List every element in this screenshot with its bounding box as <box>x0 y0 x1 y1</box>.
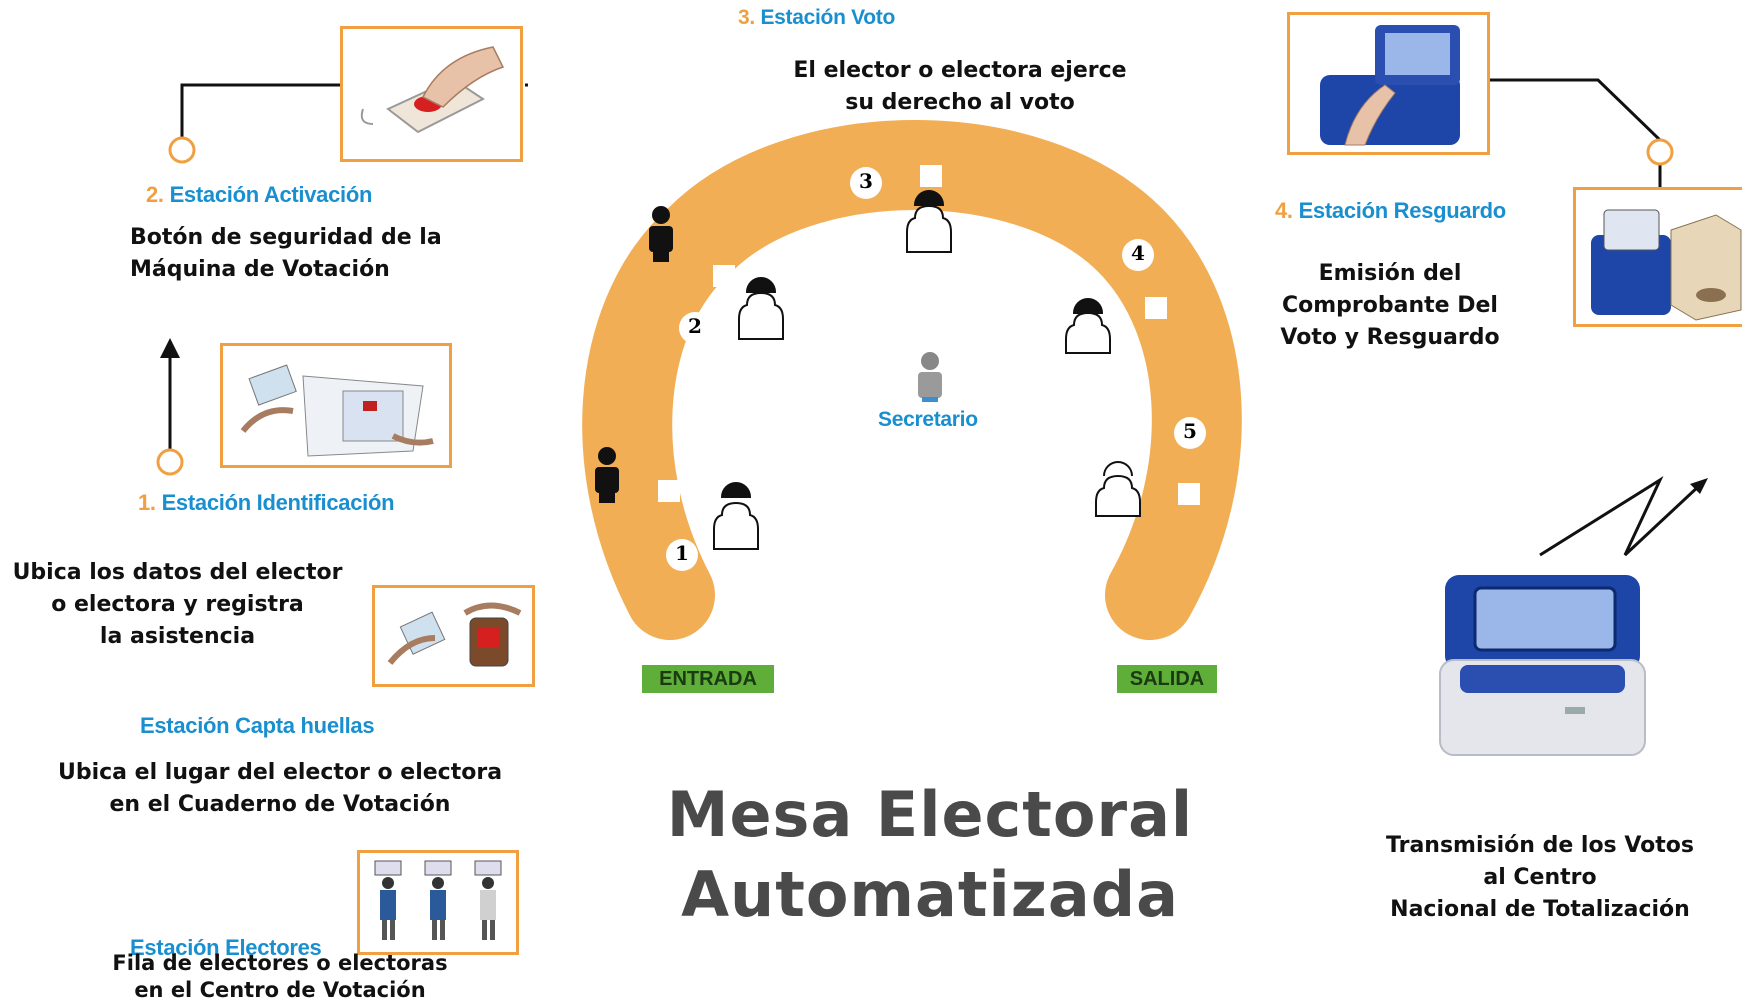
station-number-circles <box>666 167 1206 571</box>
station-voto-description: El elector o electora ejerce su derecho … <box>770 55 1150 119</box>
station-activacion-description: Botón de seguridad de la Máquina de Vota… <box>130 222 510 286</box>
voting-machine-icon <box>1439 575 1646 756</box>
station-identificacion-number: 1. <box>138 490 156 515</box>
voters-queue-icon <box>374 860 502 940</box>
station-identificacion-desc-line2: o electora y registra <box>51 592 304 617</box>
transmision-line2: al Centro <box>1483 865 1597 890</box>
station-captahuellas-label: Estación Capta huellas <box>140 713 375 739</box>
station-electores-description: Fila de electores o electoras en el Cent… <box>90 950 470 1004</box>
title-line1: Mesa Electoral <box>666 778 1194 851</box>
fingerprint-button-icon <box>360 46 505 134</box>
captahuellas-image-box <box>372 585 535 687</box>
transmission-arrow-icon <box>1539 476 1702 557</box>
station-voto-desc-line1: El elector o electora ejerce <box>793 58 1127 83</box>
arch-number-3: 3 <box>859 169 873 193</box>
station-resguardo-desc-line2: Comprobante Del <box>1282 293 1498 318</box>
electores-image-box <box>357 850 519 955</box>
fingerprint-scanner-icon <box>387 602 522 667</box>
station-activacion-label: 2. Estación Activación <box>146 182 372 208</box>
station-electores-name: Estación Electores <box>130 935 322 960</box>
station-resguardo-desc-line3: Voto y Resguardo <box>1280 325 1500 350</box>
station-resguardo-label: 4. Estación Resguardo <box>1275 198 1506 224</box>
arch-number-5: 5 <box>1183 419 1197 443</box>
station-captahuellas-name: Estación Capta huellas <box>140 713 375 738</box>
activation-connector <box>180 83 528 150</box>
ballot-box-icon <box>1591 209 1742 321</box>
person-icon <box>906 190 952 253</box>
connector-node <box>156 448 184 476</box>
touchscreen-vote-icon <box>1320 25 1460 146</box>
secretario-label: Secretario <box>878 408 978 431</box>
ballot-box-image-box <box>1573 187 1742 327</box>
station-activacion-name: Estación Activación <box>169 182 373 207</box>
vote-touchscreen-image-box <box>1287 12 1490 155</box>
station-activacion-desc-line1: Botón de seguridad de la <box>130 225 442 250</box>
voting-arch <box>582 120 1242 640</box>
station-identificacion-label: 1. Estación Identificación <box>138 490 395 516</box>
activation-image-box <box>340 26 523 162</box>
person-icon <box>713 482 759 550</box>
station-activacion-number: 2. <box>146 182 164 207</box>
salida-tag: SALIDA <box>1117 665 1217 693</box>
entrada-tag: ENTRADA <box>642 665 774 693</box>
station-electores-desc-line2: en el Centro de Votación <box>134 978 426 1002</box>
station-captahuellas-desc-line2: en el Cuaderno de Votación <box>109 792 451 817</box>
station-identificacion-description: Ubica los datos del elector o electora y… <box>5 557 350 653</box>
connector-node <box>168 136 196 164</box>
page-title: Mesa Electoral Automatizada <box>600 775 1260 935</box>
person-icon <box>649 206 673 262</box>
arch-number-2: 2 <box>688 314 702 338</box>
voter-id-icon <box>240 364 434 457</box>
station-electores-desc-line1: Fila de electores o electoras <box>112 951 448 975</box>
resguardo-connector <box>1490 78 1662 190</box>
station-activacion-desc-line2: Máquina de Votación <box>130 257 390 282</box>
station-markers <box>658 165 1200 505</box>
station-voto-number: 3. <box>738 6 755 29</box>
station-resguardo-desc-line1: Emisión del <box>1318 261 1462 286</box>
station-identificacion-name: Estación Identificación <box>161 490 395 515</box>
station-captahuellas-description: Ubica el lugar del elector o electora en… <box>40 757 520 821</box>
station-resguardo-name: Estación Resguardo <box>1298 198 1507 223</box>
arch-number-4: 4 <box>1131 241 1145 265</box>
identification-image-box <box>220 343 452 468</box>
station-captahuellas-desc-line1: Ubica el lugar del elector o electora <box>57 760 503 785</box>
transmision-line1: Transmisión de los Votos <box>1386 833 1694 858</box>
station-identificacion-desc-line3: la asistencia <box>99 624 256 649</box>
up-arrow-icon <box>160 338 180 450</box>
station-resguardo-number: 4. <box>1275 198 1293 223</box>
station-voto-name: Estación Voto <box>760 6 896 29</box>
transmision-line3: Nacional de Totalización <box>1390 897 1690 922</box>
station-voto-label: 3. Estación Voto <box>738 6 895 30</box>
arch-number-1: 1 <box>675 541 689 565</box>
station-resguardo-description: Emisión del Comprobante Del Voto y Resgu… <box>1255 258 1525 354</box>
station-identificacion-desc-line1: Ubica los datos del elector <box>12 560 343 585</box>
person-icon <box>595 447 619 503</box>
station-voto-desc-line2: su derecho al voto <box>845 90 1075 115</box>
person-icon <box>1065 298 1111 354</box>
transmision-description: Transmisión de los Votos al Centro Nacio… <box>1340 830 1740 926</box>
person-icon <box>1095 461 1141 517</box>
secretary-icon <box>918 352 942 402</box>
title-line2: Automatizada <box>681 858 1179 931</box>
connector-node <box>1646 138 1674 166</box>
person-icon <box>738 277 784 340</box>
station-electores-label: Estación Electores <box>130 935 322 961</box>
